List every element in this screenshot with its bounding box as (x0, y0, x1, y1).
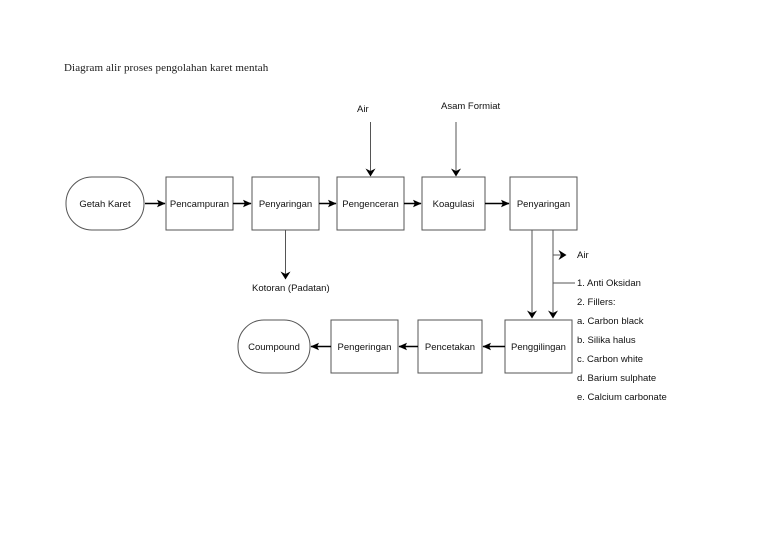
node-penyaringan-2[interactable]: Penyaringan (509, 176, 578, 231)
additive-item: b. Silika halus (577, 335, 636, 346)
input-label-air-pengenceran: Air (357, 104, 369, 115)
node-label-coumpound: Coumpound (248, 342, 300, 353)
input-label-asam-formiat: Asam Formiat (441, 101, 500, 112)
node-coumpound[interactable]: Coumpound (237, 319, 311, 374)
node-label-pengeringan: Pengeringan (338, 342, 392, 353)
node-penggilingan[interactable]: Penggilingan (504, 319, 573, 374)
additive-item: a. Carbon black (577, 316, 644, 327)
additive-item: 1. Anti Oksidan (577, 278, 641, 289)
additive-item: 2. Fillers: (577, 297, 616, 308)
node-penyaringan-1[interactable]: Penyaringan (251, 176, 320, 231)
additive-item: e. Calcium carbonate (577, 392, 667, 403)
page-title: Diagram alir proses pengolahan karet men… (64, 62, 269, 74)
node-label-pencampuran: Pencampuran (170, 199, 229, 210)
node-label-penyaringan-1: Penyaringan (259, 199, 312, 210)
node-label-pengenceran: Pengenceran (342, 199, 399, 210)
output-label-air-penyaringan: Air (577, 250, 589, 261)
node-label-penyaringan-2: Penyaringan (517, 199, 570, 210)
node-label-penggilingan: Penggilingan (511, 342, 566, 353)
node-koagulasi[interactable]: Koagulasi (421, 176, 486, 231)
node-pengeringan[interactable]: Pengeringan (330, 319, 399, 374)
additive-item: c. Carbon white (577, 354, 643, 365)
node-pengenceran[interactable]: Pengenceran (336, 176, 405, 231)
output-label-kotoran: Kotoran (Padatan) (252, 283, 330, 294)
node-getah-karet[interactable]: Getah Karet (65, 176, 145, 231)
node-pencampuran[interactable]: Pencampuran (165, 176, 234, 231)
node-label-getah-karet: Getah Karet (79, 199, 131, 210)
node-label-koagulasi: Koagulasi (433, 199, 475, 210)
additive-item: d. Barium sulphate (577, 373, 656, 384)
node-pencetakan[interactable]: Pencetakan (417, 319, 483, 374)
node-label-pencetakan: Pencetakan (425, 342, 475, 353)
additives-list: 1. Anti Oksidan 2. Fillers: a. Carbon bl… (577, 278, 667, 403)
